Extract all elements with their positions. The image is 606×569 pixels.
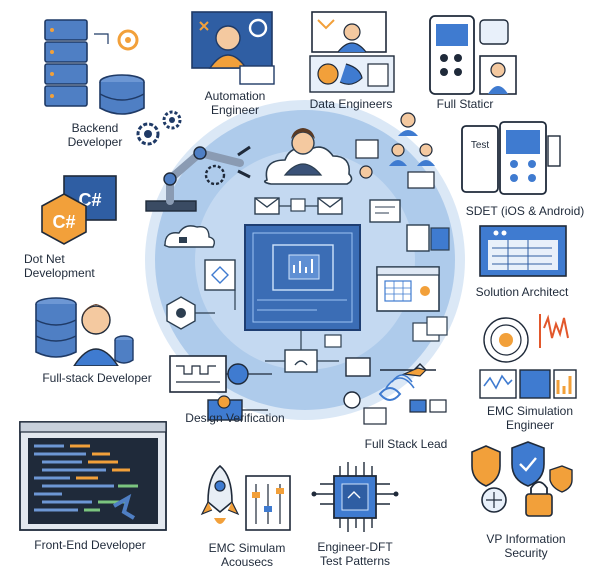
chip-icon (310, 458, 400, 538)
label-automation-line2: Engineer (210, 103, 260, 117)
label-vp-security-line1: VP Information (486, 532, 566, 546)
backend-servers-icon (30, 10, 160, 120)
label-vp-information-security: VP Information Security (466, 532, 586, 560)
label-emc-simulam-acousecs: EMC Simulam Acousecs (192, 541, 302, 569)
solution-architect-icon (478, 224, 568, 280)
label-engineer-dft: Engineer-DFT Test Patterns (300, 540, 410, 568)
sdet-test-text: Test (471, 140, 490, 151)
label-data-engineers: Data Engineers (309, 97, 393, 111)
label-frontend-developer: Front-End Developer (34, 538, 146, 552)
fullstack-developer-icon (34, 290, 134, 366)
robot-arm-icon (140, 135, 260, 215)
label-dotnet-line2: Development (24, 266, 95, 280)
label-full-stack-lead: Full Stack Lead (364, 437, 448, 451)
label-emc-sim-eng-line1: EMC Simulation (486, 404, 574, 418)
label-backend-developer: Backend Developer (55, 121, 135, 149)
label-vp-security-line2: Security (504, 546, 548, 560)
design-verification-icon (168, 352, 278, 422)
label-emc-simulam-line1: EMC Simulam (208, 541, 286, 555)
full-static-phone-icon (424, 12, 520, 98)
label-solution-architect: Solution Architect (475, 285, 569, 299)
label-emc-sim-eng-line2: Engineer (505, 418, 555, 432)
label-dot-net: Dot Net Development (24, 252, 124, 280)
csharp-front-text: C# (52, 212, 75, 232)
team-people-icon (352, 110, 442, 190)
label-backend-line2: Developer (67, 135, 123, 149)
label-full-staticr: Full Staticr (436, 97, 494, 111)
label-sdet: SDET (iOS & Android) (465, 204, 585, 218)
full-stack-lead-icon (340, 352, 450, 432)
label-engineer-dft-line2: Test Patterns (319, 554, 391, 568)
rocket-sliders-icon (196, 462, 296, 542)
label-engineer-dft-line1: Engineer-DFT (317, 540, 393, 554)
data-engineers-icon (306, 6, 398, 98)
sdet-devices-icon: Test (458, 118, 562, 202)
label-backend-line1: Backend (71, 121, 119, 135)
label-automation-engineer: Automation Engineer (190, 89, 280, 117)
label-emc-simulam-line2: Acousecs (220, 555, 274, 569)
security-shields-icon (464, 440, 574, 530)
label-automation-line1: Automation (204, 89, 266, 103)
frontend-code-window-icon (18, 420, 168, 532)
label-fullstack-developer: Full-stack Developer (42, 371, 152, 385)
label-design-verification: Design Verification (185, 411, 285, 425)
label-dotnet-line1: Dot Net (24, 252, 65, 266)
label-emc-simulation-engineer: EMC Simulation Engineer (470, 404, 590, 432)
gears-icon (130, 108, 190, 158)
automation-engineer-icon (180, 4, 280, 90)
emc-simulation-icon (478, 310, 578, 400)
central-hub (145, 95, 465, 425)
csharp-icon: C# C# (34, 172, 124, 252)
